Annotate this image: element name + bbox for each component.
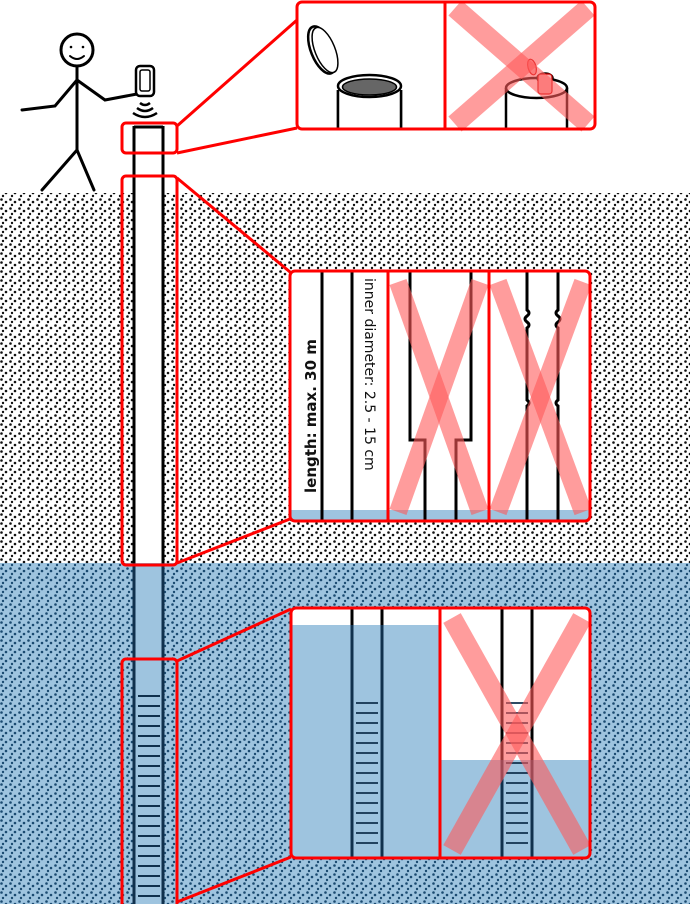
measurement-probe: [356, 702, 378, 844]
cross-mark-icon: [389, 278, 489, 516]
highlight-pipe-top: [120, 121, 179, 155]
panel-cap: [295, 0, 597, 132]
well-pipe: [132, 125, 165, 904]
measurement-probe: [138, 695, 160, 897]
highlight-pipe-middle: [120, 174, 179, 567]
open-cap-icon: [306, 25, 403, 130]
cross-mark-icon: [443, 613, 591, 855]
panel-pipe-geometry: length: max. 30 m inner diameter: 2.5 - …: [288, 269, 592, 523]
diameter-label: inner diameter: 2.5 - 15 cm: [361, 278, 377, 471]
smartphone-icon: [134, 64, 156, 98]
highlight-pipe-bottom: [120, 657, 179, 904]
cross-mark-icon: [448, 0, 595, 132]
cross-mark-icon: [489, 278, 592, 516]
stick-figure-person: [20, 32, 139, 192]
length-label: length: max. 30 m: [302, 339, 320, 493]
wireless-signal-icon: [132, 101, 158, 119]
panel-water-level: [289, 606, 592, 860]
